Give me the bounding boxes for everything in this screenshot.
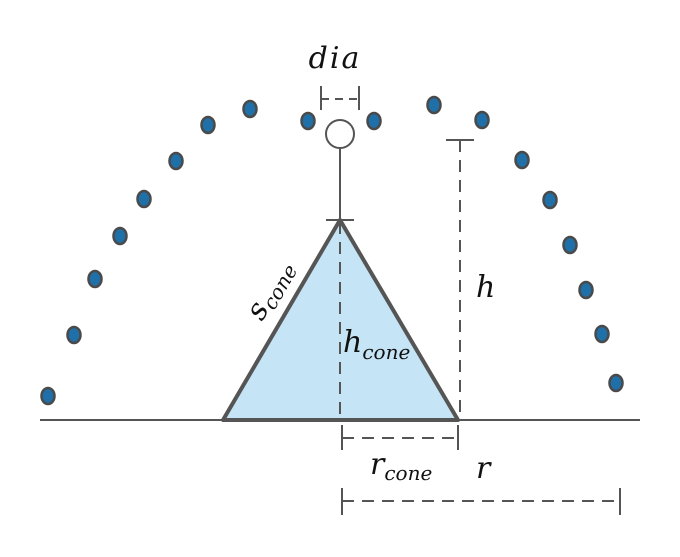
dia-dimension — [320, 86, 360, 110]
label-r: r — [476, 451, 492, 486]
cone-shape — [221, 218, 460, 422]
particle — [300, 111, 316, 131]
particle — [112, 226, 128, 246]
particle — [200, 115, 216, 135]
particle — [87, 269, 103, 289]
nozzle-circle — [325, 119, 355, 149]
particle — [578, 280, 594, 300]
particle — [426, 95, 442, 115]
particle — [542, 190, 558, 210]
label-dia: dia — [309, 41, 362, 76]
particle — [40, 386, 56, 406]
spray-particles — [40, 95, 624, 406]
particle — [562, 235, 578, 255]
r-dimension — [341, 488, 621, 515]
particle — [514, 150, 530, 170]
particle — [608, 373, 624, 393]
r-cone-dimension — [341, 425, 459, 450]
particle — [168, 151, 184, 171]
label-r-cone: rcone — [370, 447, 432, 485]
h-dimension — [446, 139, 474, 420]
particle — [366, 111, 382, 131]
particle — [594, 324, 610, 344]
particle — [136, 189, 152, 209]
particle — [474, 110, 490, 130]
particle — [242, 99, 258, 119]
label-h: h — [476, 270, 495, 305]
label-h-cone: hcone — [343, 325, 410, 364]
particle — [66, 325, 82, 345]
